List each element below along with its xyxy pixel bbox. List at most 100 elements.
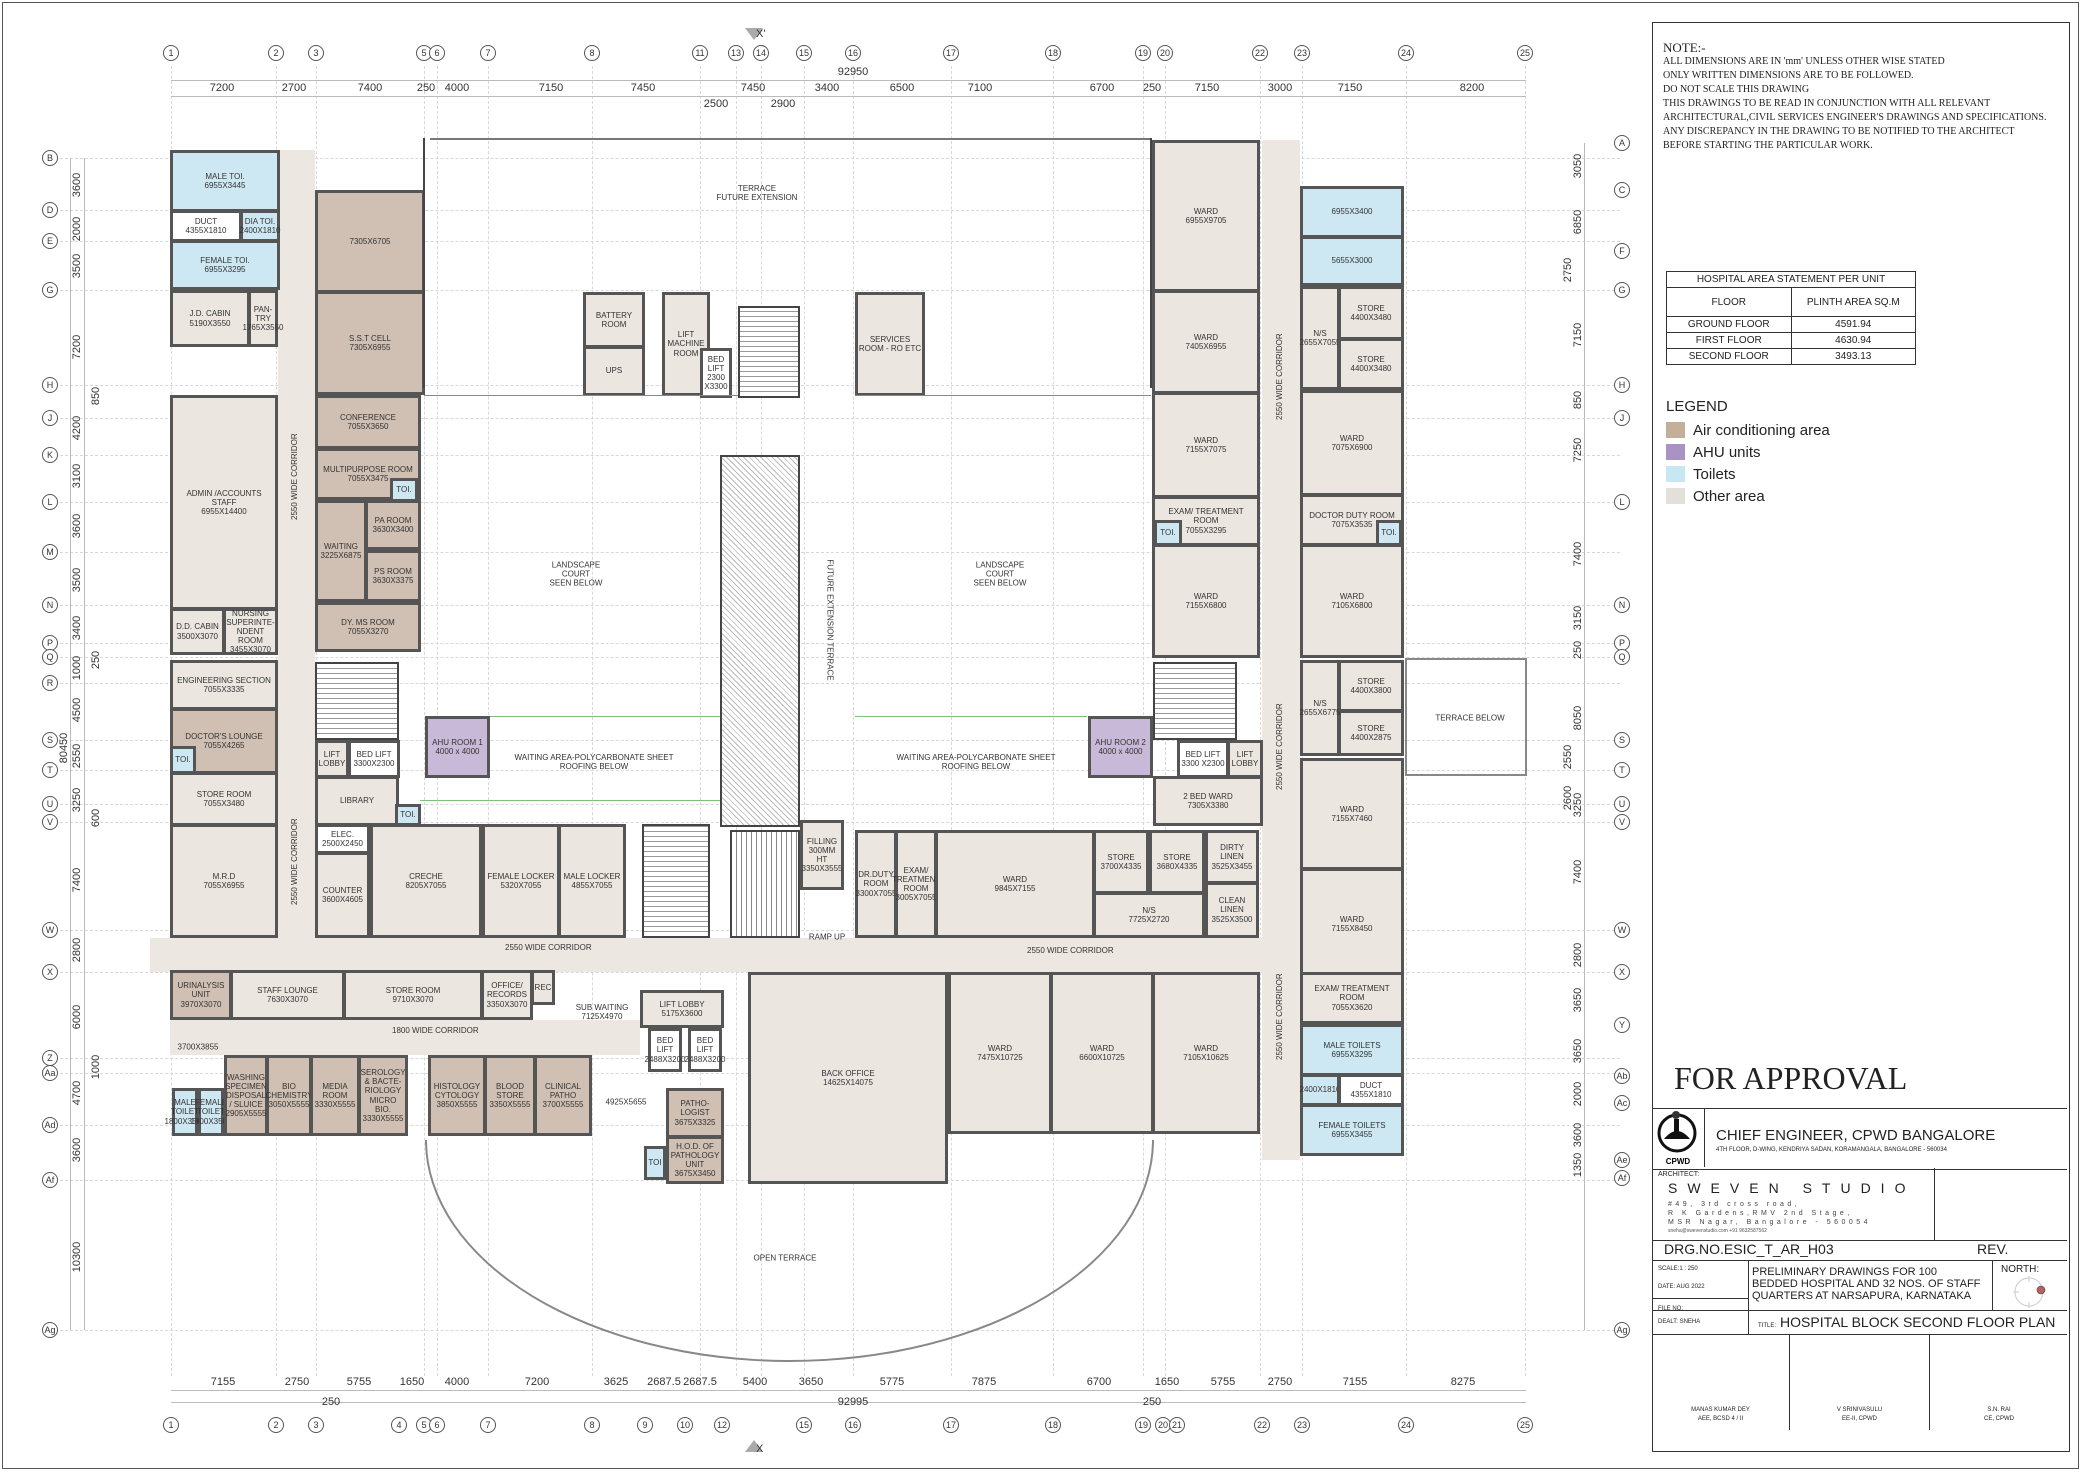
legend-title: LEGEND (1666, 398, 1728, 415)
dim-top: 7400 (357, 82, 383, 94)
corridor-right-vertical-label: 2550 WIDE CORRIDOR (1275, 333, 1284, 420)
architect-contact: sneha@swevenstudio.com +91 9632587562 (1668, 1228, 1767, 1234)
room-size: 2400X1810 (239, 226, 281, 235)
grid-bubble-left: B (42, 150, 58, 166)
grid-bubble-left: K (42, 447, 58, 463)
room-size: 7155X6800 (1185, 601, 1227, 610)
room-size: 4400X3480 (1350, 364, 1392, 373)
dim-left: 250 (90, 650, 102, 670)
room-size: 7155X8450 (1331, 924, 1373, 933)
room-name: MALE LOCKER (563, 871, 621, 881)
room-name: LIBRARY (339, 796, 375, 806)
room-size: 3050X5555 (268, 1100, 310, 1110)
grid-line-horizontal (60, 455, 1620, 456)
grid-bubble-right: J (1614, 410, 1630, 426)
room-size: 3850X5555 (436, 1100, 478, 1110)
room-size: 3330X5555 (362, 1113, 404, 1123)
grid-line-horizontal (60, 290, 1620, 291)
section-marker-top-icon (745, 28, 763, 40)
area-col-floor: FLOOR (1666, 287, 1792, 317)
room-name: BED LIFT (356, 749, 392, 759)
legend-label: Other area (1693, 487, 1765, 505)
architect-name: SWEVEN STUDIO (1668, 1180, 1916, 1196)
corridor-main-horizontal-right-label: 2550 WIDE CORRIDOR (1027, 946, 1114, 955)
grid-bubble-bottom: 9 (637, 1417, 653, 1433)
dim-left: 10300 (71, 1241, 83, 1273)
room-name: S.S.T CELL (348, 333, 392, 343)
room-female-toilet-left: FEMALE TOI.6955X3295 (170, 240, 280, 290)
room-size: 7105X6800 (1331, 601, 1373, 610)
note-line: THIS DRAWINGS TO BE READ IN CONJUNCTION … (1663, 98, 1991, 109)
room-size: 3330X5555 (314, 1100, 356, 1110)
room-name: TOI. (175, 755, 191, 765)
room-toilet-doctor-duty: TOI. (1376, 520, 1402, 546)
dim-left: 4200 (71, 415, 83, 441)
legend-item-ac: Air conditioning area (1666, 419, 1830, 441)
dealt-by: DEALT: SNEHA (1658, 1319, 1701, 1325)
room-name: SEROLOGY & BACTE-RIOLOGY MICRO BIO. (360, 1067, 406, 1114)
grid-bubble-left: G (42, 282, 58, 298)
address-line: MSR Nagar, Bangalore - 560054 (1668, 1219, 1872, 1226)
room-size: 6955X3400 (1331, 207, 1373, 217)
dim-left-total: 80450 (58, 732, 70, 764)
dim-top: 250 (416, 82, 436, 94)
grid-bubble-right: Y (1614, 1017, 1630, 1033)
room-size: 7405X6955 (1185, 342, 1227, 351)
file-no: FILE NO: (1658, 1306, 1684, 1312)
dim-top: 250 (1142, 82, 1162, 94)
room-size: 7055X3335 (203, 685, 245, 694)
dim-bottom: 7155 (210, 1376, 236, 1388)
outer-wall-left-court (423, 138, 425, 388)
dim-left: 2000 (71, 216, 83, 242)
area-value: 3493.13 (1790, 348, 1916, 365)
room-name: TOI. (396, 485, 412, 495)
dim-right: 2550 (1562, 744, 1574, 770)
room-name: STORE ROOM (385, 985, 441, 995)
room-name: EXAM/ TREATMENT ROOM (891, 865, 941, 893)
grid-bubble-left: U (42, 796, 58, 812)
room-size: 5190X3550 (189, 318, 231, 328)
legend-item-other: Other area (1666, 485, 1830, 507)
room-size: 3700X4335 (1100, 862, 1142, 871)
dim-left: 3600 (71, 513, 83, 539)
dim-top-total: 92950 (837, 66, 869, 78)
room-size: 6955X14400 (201, 507, 247, 517)
room-name: HISTOLOGY CYTOLOGY (433, 1081, 481, 1100)
dim-right: 3650 (1572, 1038, 1584, 1064)
grid-bubble-top: 14 (753, 45, 769, 61)
room-toilet-doctors-lounge: TOI. (170, 746, 196, 774)
dim-right: 2000 (1572, 1081, 1584, 1107)
room-size: 7105X10625 (1183, 1053, 1229, 1062)
room-name: FEMALE LOCKER (487, 871, 555, 881)
waiting-area-line-right (855, 716, 1087, 717)
room-name: CONFERENCE (339, 412, 396, 422)
grid-line-vertical (592, 66, 593, 1376)
grid-bubble-top: 19 (1135, 45, 1151, 61)
room-name: BACK OFFICE (821, 1068, 875, 1078)
room-name: ELEC. (330, 829, 355, 839)
room-name: 2 BED WARD (1183, 791, 1233, 801)
grid-line-vertical (700, 66, 701, 1376)
dim-left: 4700 (71, 1080, 83, 1106)
room-name: LIFT LOBBY (1231, 749, 1259, 768)
room-size: 7055X6955 (203, 881, 245, 890)
north-arrow-icon (2013, 1276, 2046, 1308)
dim-line-bottom-2 (171, 1402, 1526, 1403)
note-line: BEFORE STARTING THE PARTICULAR WORK. (1663, 140, 1873, 151)
dim-left: 1000 (71, 655, 83, 681)
room-name: DY. MS ROOM (341, 617, 395, 627)
title-text: HOSPITAL BLOCK SECOND FLOOR PLAN (1780, 1314, 2056, 1330)
